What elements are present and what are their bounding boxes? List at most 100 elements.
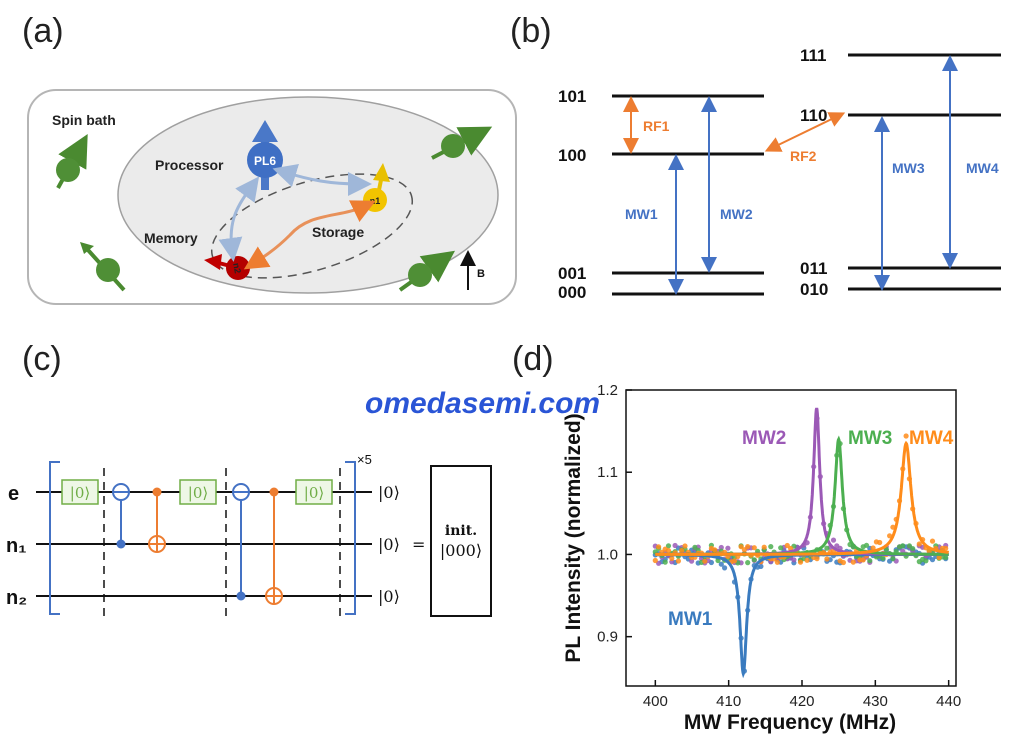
repeat-bracket-right — [345, 461, 356, 615]
mw2-label: MW2 — [720, 206, 753, 222]
data-point-mw4 — [943, 545, 949, 551]
fit-curve-mw2 — [655, 407, 949, 556]
data-point-mw3 — [900, 543, 906, 549]
data-point-mw3 — [824, 545, 830, 551]
series-labels-layer: MW1 MW2 MW3 MW4 — [668, 428, 954, 630]
data-point-mw4 — [731, 558, 738, 564]
x-tick-label: 430 — [863, 693, 888, 710]
level-label-010: 010 — [800, 280, 828, 299]
y-tick-label: 1.2 — [597, 382, 618, 399]
data-point-mw3 — [910, 546, 916, 552]
reset-gate-3: |0⟩ — [295, 479, 333, 505]
data-point-mw4 — [682, 543, 688, 549]
reset-gate-2-text: |0⟩ — [188, 484, 208, 502]
watermark: omedasemi.com — [365, 387, 600, 420]
qubit-label-n2: n₂ — [6, 587, 27, 609]
level-label-011: 011 — [800, 259, 827, 278]
level-label-101: 101 — [558, 87, 586, 106]
b-field-label: B — [477, 268, 485, 280]
data-point-mw2 — [689, 558, 695, 564]
data-point-mw3 — [665, 543, 672, 549]
data-point-mw4 — [669, 555, 675, 562]
y-tick-label: 1.1 — [597, 464, 618, 481]
data-point-mw4 — [712, 547, 718, 553]
data-point-mw1 — [722, 565, 728, 571]
y-axis-title: PL Intensity (normalized) — [562, 413, 585, 662]
data-point-mw3 — [943, 554, 949, 561]
y-tick-label: 0.9 — [597, 629, 618, 646]
data-point-mw3 — [751, 557, 757, 563]
spin-bath-label: Spin bath — [52, 112, 116, 128]
mw4-label: MW4 — [966, 160, 999, 176]
x-tick-label: 440 — [936, 693, 961, 710]
series-label-mw2: MW2 — [742, 428, 786, 449]
data-point-mw3 — [880, 555, 886, 561]
data-point-mw2 — [830, 537, 837, 543]
data-point-mw4 — [824, 556, 830, 562]
data-point-mw2 — [791, 557, 797, 563]
data-point-mw4 — [784, 542, 790, 549]
data-point-mw4 — [797, 559, 804, 565]
qubit-label-n1: n₁ — [6, 535, 27, 557]
level-label-001: 001 — [558, 264, 586, 283]
fit-curve-mw4 — [655, 440, 950, 556]
x-tick-label: 420 — [789, 693, 814, 710]
data-point-mw3 — [923, 558, 929, 564]
output-n2: |0⟩ — [378, 587, 400, 606]
panel-a-label: (a) — [22, 12, 64, 50]
reset-gate-3-text: |0⟩ — [304, 484, 324, 502]
qubit-label-e: e — [8, 483, 19, 505]
data-point-mw4 — [774, 559, 781, 565]
init-state: |000⟩ — [440, 541, 482, 560]
data-point-mw2 — [718, 544, 724, 551]
data-point-mw4 — [814, 556, 820, 562]
level-label-111: 111 — [800, 46, 827, 65]
data-point-mw4 — [929, 538, 936, 544]
reset-gate-1: |0⟩ — [61, 479, 99, 505]
equals-sign: = — [412, 535, 425, 554]
level-label-000: 000 — [558, 283, 586, 302]
reset-gate-1-text: |0⟩ — [70, 484, 90, 502]
panel-c: (c) e n₁ n₂ ×5 |0⟩ |0⟩ |0⟩ — [6, 340, 492, 620]
mw1-label: MW1 — [625, 206, 658, 222]
series-label-mw1: MW1 — [668, 609, 713, 630]
data-point-mw2 — [725, 545, 731, 551]
panel-a: (a) Spin bath Processor Memory Storage P… — [22, 12, 517, 305]
cnot-n2-to-e — [232, 483, 250, 601]
data-point-mw3 — [745, 560, 751, 566]
repeat-count: ×5 — [357, 452, 372, 467]
data-point-mw4 — [850, 559, 856, 565]
storage-label: Storage — [312, 224, 364, 240]
reset-gate-2: |0⟩ — [179, 479, 217, 505]
repeat-bracket-left — [49, 461, 60, 615]
bath-spin-3 — [431, 126, 493, 160]
init-label: init. — [445, 523, 477, 539]
rf2-arrow — [764, 112, 846, 152]
processor-n2-coupling-arrow — [218, 176, 260, 262]
series-label-mw4: MW4 — [909, 428, 954, 449]
data-point-mw4 — [877, 539, 883, 546]
series-label-mw3: MW3 — [848, 428, 892, 449]
data-point-mw4 — [761, 544, 767, 550]
plot-frame — [625, 389, 957, 687]
data-point-mw3 — [768, 544, 774, 550]
x-tick-label: 410 — [716, 693, 741, 710]
bath-spin-1 — [56, 133, 88, 189]
data-point-mw3 — [863, 542, 870, 548]
cnot-e-to-n1 — [148, 487, 166, 553]
rf2-label: RF2 — [790, 148, 817, 164]
pl6-spin: PL6 — [247, 120, 283, 190]
panel-b: (b) 101 100 001 000 111 110 011 010 RF1 … — [510, 12, 1001, 302]
data-point-mw4 — [738, 544, 744, 550]
data-point-mw4 — [804, 557, 810, 563]
data-point-mw3 — [890, 556, 896, 562]
data-point-mw1 — [718, 561, 724, 567]
panel-b-label: (b) — [510, 12, 552, 50]
n1-label: n1 — [370, 196, 381, 206]
data-point-mw4 — [665, 548, 672, 554]
output-e: |0⟩ — [378, 483, 400, 502]
data-point-mw4 — [741, 547, 748, 553]
